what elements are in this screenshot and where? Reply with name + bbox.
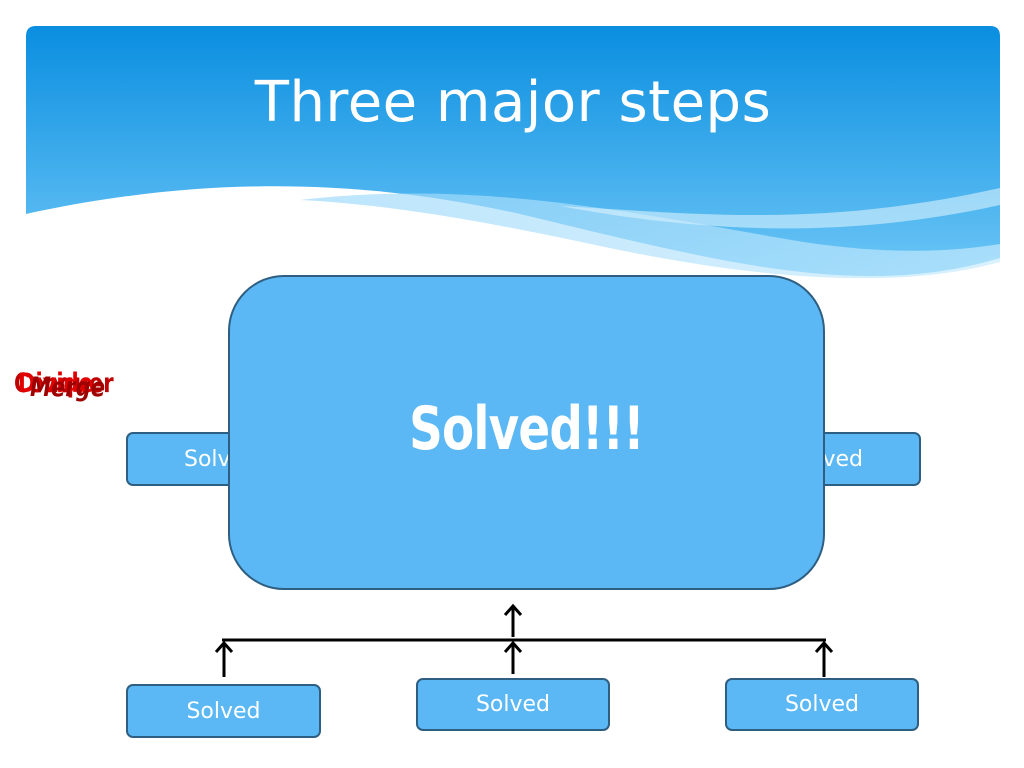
slide-title: Three major steps	[254, 70, 772, 135]
solved-box-bottom-left: Solved	[126, 684, 321, 738]
step-label-divide: Divide	[18, 368, 94, 399]
arrow-right-icon	[814, 640, 834, 653]
arrow-up-icon	[503, 603, 523, 616]
result-box: Solved!!!	[228, 275, 825, 590]
solved-box-bottom-right: Solved	[725, 678, 919, 731]
solved-box-bottom-middle: Solved	[416, 678, 610, 731]
arrow-left-icon	[214, 640, 234, 653]
header-banner	[26, 26, 1000, 279]
step-label-merge: Merge	[30, 372, 105, 403]
step-label-conquer: Conquer	[14, 368, 114, 399]
arrow-middle-icon	[503, 640, 523, 653]
result-text: Solved!!!	[409, 393, 644, 464]
